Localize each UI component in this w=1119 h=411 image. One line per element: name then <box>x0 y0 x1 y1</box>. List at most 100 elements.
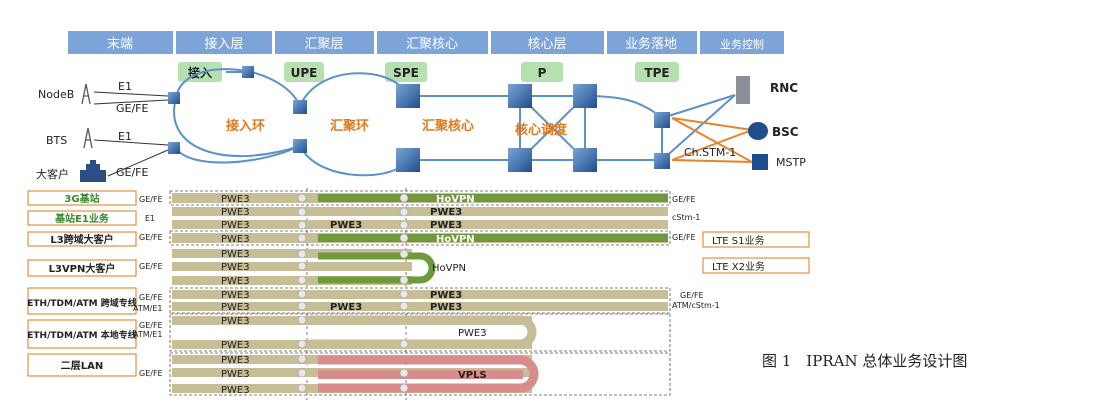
terminal-bts: BTS <box>46 134 67 147</box>
iface: GE/FE <box>139 262 163 271</box>
left-iface-labels: GE/FE E1 GE/FE GE/FE GE/FE ATM/E1 GE/FE … <box>133 195 163 378</box>
hovpn-label: HoVPN <box>436 194 475 205</box>
node-upe-label: UPE <box>291 66 318 80</box>
pwe3-label: PWE3 <box>221 262 250 273</box>
pwe3-label: PWE3 <box>430 220 462 231</box>
terminal-customer: 大客户 <box>36 167 69 181</box>
figure-caption: 图 1 IPRAN 总体业务设计图 <box>762 352 968 370</box>
pwe3-label: PWE3 <box>330 220 362 231</box>
mstp-icon <box>752 154 768 170</box>
router-icon <box>654 153 670 169</box>
pwe3-label: PWE3 <box>430 302 462 313</box>
svc-l3-cross: L3跨域大客户 <box>50 233 113 246</box>
iface: GE/FE <box>680 291 704 300</box>
rnc-server-icon <box>736 76 750 104</box>
antenna-icon <box>83 127 93 149</box>
iface: GE/FE <box>139 233 163 242</box>
layer-core: 核心层 <box>527 37 566 52</box>
pwe3-label: PWE3 <box>430 207 462 218</box>
iface: GE/FE <box>139 321 163 330</box>
iface: GE/FE <box>139 369 163 378</box>
switch-icon <box>396 148 420 172</box>
junctions <box>297 193 409 393</box>
pwe3-label: PWE3 <box>221 290 250 301</box>
layer-service-control: 业务控制 <box>720 37 764 51</box>
router-icon <box>168 142 180 154</box>
layer-aggregation: 汇聚层 <box>304 37 343 52</box>
link-gefe-nodeb: GE/FE <box>116 102 149 115</box>
svc-eth-cross: ETH/TDM/ATM 跨域专线 <box>27 297 136 309</box>
lte-x2: LTE X2业务 <box>712 260 765 273</box>
node-p-label: P <box>538 66 547 80</box>
pwe3-label: PWE3 <box>221 249 250 260</box>
pwe3-label: PWE3 <box>221 340 250 351</box>
bsc-icon <box>748 122 768 140</box>
layer-terminal: 末端 <box>107 37 133 52</box>
svc-3g: 3G基站 <box>64 192 99 205</box>
router-icon <box>293 100 307 114</box>
terminal-nodeb: NodeB <box>38 88 74 101</box>
vpls-label: VPLS <box>458 370 487 381</box>
terminal-links <box>93 91 169 177</box>
switch-icon <box>508 148 532 172</box>
pwe3-label: PWE3 <box>221 369 250 380</box>
pwe3-label: PWE3 <box>330 302 362 313</box>
terminals: NodeB BTS 大客户 <box>36 83 106 182</box>
pwe3-label: PWE3 <box>221 276 250 287</box>
pwe3-label: PWE3 <box>221 316 250 327</box>
iface: GE/FE <box>672 195 696 204</box>
switch-icon <box>508 84 532 108</box>
link-e1-bts: E1 <box>118 130 132 143</box>
lte-s1: LTE S1业务 <box>712 234 765 247</box>
bsc-label: BSC <box>772 125 799 139</box>
right-iface-labels: GE/FE cStm-1 GE/FE GE/FE ATM/cStm-1 <box>672 195 720 310</box>
svc-l2-lan: 二层LAN <box>61 360 103 372</box>
svc-l3vpn: L3VPN大客户 <box>49 262 116 275</box>
ring-agg-core: 汇聚核心 <box>422 118 474 134</box>
router-icon <box>654 112 670 128</box>
orange-links <box>671 117 753 163</box>
service-area: 3G基站 基站E1业务 L3跨域大客户 L3VPN大客户 ETH/TDM/ATM… <box>27 188 810 400</box>
iface: GE/FE <box>139 293 163 302</box>
pwe3-label: PWE3 <box>430 290 462 301</box>
switch-icon <box>396 84 420 108</box>
ch-stm-label: Ch.STM-1 <box>684 146 736 159</box>
rnc-label: RNC <box>770 81 798 95</box>
ring-core-dispatch: 核心调度 <box>515 122 568 138</box>
link-e1-nodeb: E1 <box>118 80 132 93</box>
layer-header-bar: 末端 接入层 汇聚层 汇聚核心 核心层 业务落地 业务控制 <box>68 31 784 54</box>
iface: ATM/cStm-1 <box>672 301 720 310</box>
router-icon <box>293 139 307 153</box>
pwe3-label: PWE3 <box>221 220 250 231</box>
pipe-labels: PWE3 HoVPN PWE3 PWE3 PWE3 PWE3 PWE3 PWE3… <box>221 194 487 396</box>
router-icon <box>168 92 180 104</box>
iface: ATM/E1 <box>133 330 162 339</box>
switch-icon <box>573 84 597 108</box>
controllers: RNC BSC MSTP <box>736 76 806 170</box>
iface: E1 <box>145 214 155 223</box>
routers <box>168 66 670 172</box>
building-icon <box>80 160 106 182</box>
right-services: LTE S1业务 LTE X2业务 <box>702 231 810 274</box>
ring-aggregation: 汇聚环 <box>330 119 369 134</box>
svc-eth-local: ETH/TDM/ATM 本地专线 <box>27 329 136 341</box>
pwe3-label: PWE3 <box>221 207 250 218</box>
iface: cStm-1 <box>672 213 700 222</box>
layer-access: 接入层 <box>204 36 243 52</box>
pwe3-label: PWE3 <box>221 355 250 366</box>
layer-service-landing: 业务落地 <box>625 36 677 52</box>
hovpn-label: HoVPN <box>432 263 466 274</box>
pipe-frames <box>169 190 671 396</box>
service-labels: 3G基站 基站E1业务 L3跨域大客户 L3VPN大客户 ETH/TDM/ATM… <box>27 190 137 377</box>
pwe3-label: PWE3 <box>221 194 250 205</box>
hovpn-label: HoVPN <box>436 234 475 245</box>
iface: GE/FE <box>672 233 696 242</box>
iface: ATM/E1 <box>133 304 162 313</box>
layer-agg-core: 汇聚核心 <box>406 37 458 52</box>
antenna-icon <box>81 83 91 105</box>
iface: GE/FE <box>139 195 163 204</box>
pwe3-label: PWE3 <box>221 385 250 396</box>
ring-labels: 接入环 汇聚环 汇聚核心 核心调度 Ch.STM-1 <box>226 118 736 159</box>
node-spe-label: SPE <box>393 66 419 80</box>
